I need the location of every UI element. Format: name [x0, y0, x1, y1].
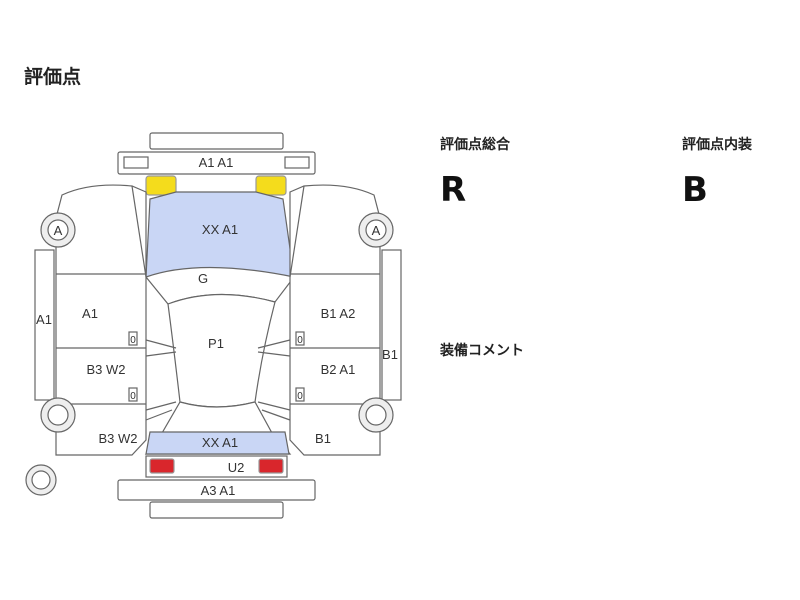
left-side-body	[55, 184, 147, 456]
rear-glass-tinted	[145, 431, 290, 455]
left-sill	[34, 249, 55, 401]
right-sill	[381, 249, 402, 401]
roof-label: P1	[208, 336, 224, 351]
front-bumper-right-end	[284, 156, 310, 169]
right-front-fender-label: B1 A2	[321, 306, 356, 321]
trunk-label: U2	[228, 460, 245, 475]
right-rear-door-label: B2 A1	[321, 362, 356, 377]
interior-grade-value: B	[682, 170, 708, 210]
interior-grade-label: 評価点内装	[682, 137, 752, 153]
right-sill-label: B1	[382, 347, 398, 362]
overall-grade-value: R	[440, 170, 467, 210]
hood-label: XX A1	[202, 222, 238, 237]
marker-left-1-label: 0	[130, 335, 136, 346]
windshield-label: G	[198, 271, 208, 286]
right-marker-2	[295, 387, 305, 402]
headlight-right	[255, 175, 287, 196]
marker-left-2-label: 0	[130, 391, 136, 402]
rear-glass-label: XX A1	[202, 435, 238, 450]
front-bumper	[117, 151, 316, 175]
equipment-comment-label: 装備コメント	[440, 343, 524, 359]
rear-bumper-label: A3 A1	[201, 483, 236, 498]
marker-right-2-label: 0	[297, 391, 303, 402]
right-marker-1	[295, 331, 305, 346]
roof	[167, 293, 276, 408]
marker-right-1-label: 0	[297, 335, 303, 346]
left-rear-quarter-label: B3 W2	[98, 431, 137, 446]
front-bumper-top-bar	[149, 132, 284, 150]
left-front-door-label: A1	[82, 306, 98, 321]
right-rear-quarter-label: B1	[315, 431, 331, 446]
left-marker-2	[128, 387, 138, 402]
rear-bumper	[117, 479, 316, 501]
front-bumper-left-end	[123, 156, 149, 169]
left-rear-door-label: B3 W2	[86, 362, 125, 377]
front-bumper-label: A1 A1	[199, 155, 234, 170]
taillight-right	[258, 458, 284, 474]
page-title: 評価点	[24, 66, 82, 88]
overall-grade-label: 評価点総合	[440, 137, 510, 153]
taillight-left	[149, 458, 175, 474]
wheel-front-left-label: A	[54, 223, 63, 238]
left-marker-1	[128, 331, 138, 346]
rear-bumper-bottom-bar	[149, 501, 284, 519]
wheel-front-right-label: A	[372, 223, 381, 238]
right-side-body	[289, 184, 381, 456]
trunk	[145, 455, 288, 478]
left-front-fender-label: A1	[36, 312, 52, 327]
headlight-left	[145, 175, 177, 196]
